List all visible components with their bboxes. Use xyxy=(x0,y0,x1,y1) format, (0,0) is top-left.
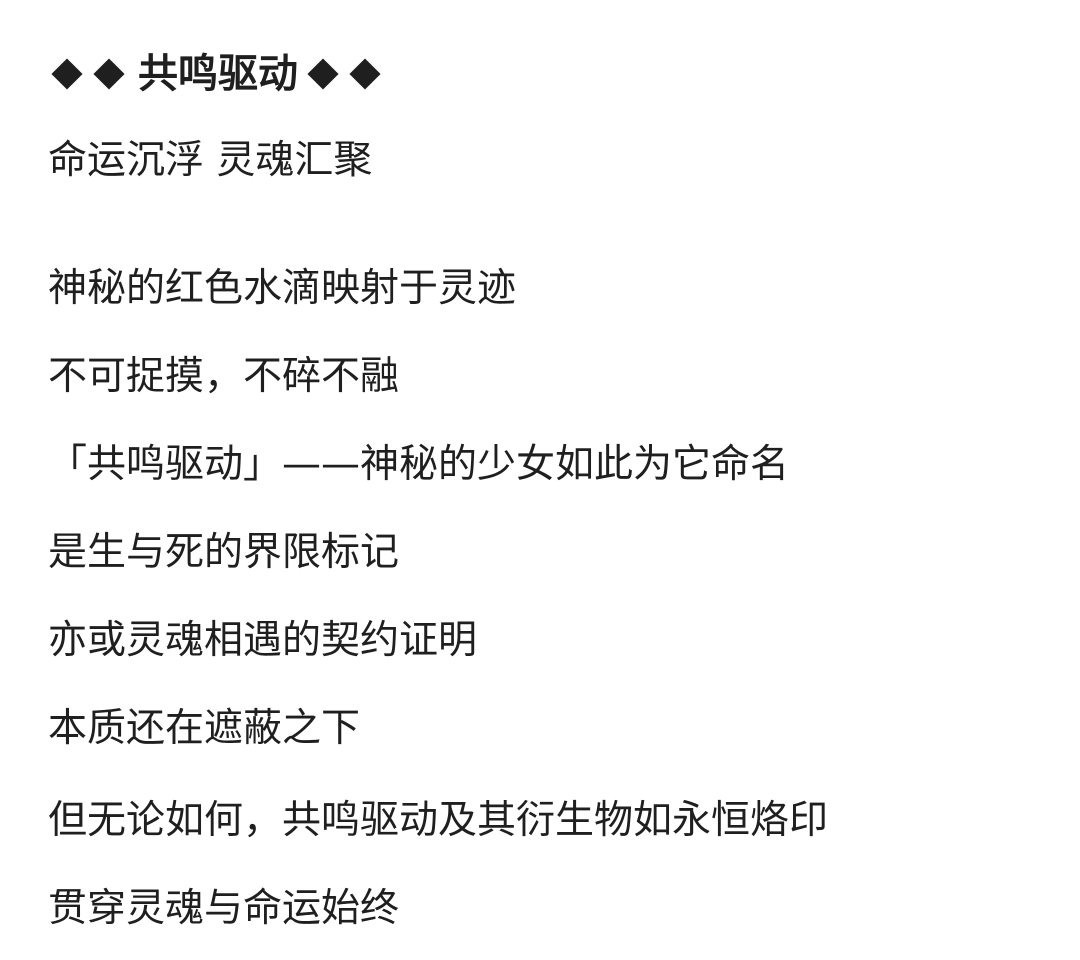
document-title: 共鸣驱动 xyxy=(48,46,388,102)
text-line: 亦或灵魂相遇的契约证明 xyxy=(48,618,478,663)
subtitle: 命运沉浮 灵魂汇聚 xyxy=(48,138,373,183)
diamond-icon xyxy=(51,58,83,90)
diamond-icon xyxy=(307,58,339,90)
text-line: 贯穿灵魂与命运始终 xyxy=(48,886,400,931)
diamond-icon xyxy=(349,58,381,90)
text-line: 是生与死的界限标记 xyxy=(48,530,400,575)
text-line: 但无论如何，共鸣驱动及其衍生物如永恒烙印 xyxy=(48,798,829,843)
text-line: 本质还在遮蔽之下 xyxy=(48,706,361,751)
title-text: 共鸣驱动 xyxy=(138,51,298,97)
text-line: 不可捉摸，不碎不融 xyxy=(48,354,400,399)
text-line: 神秘的红色水滴映射于灵迹 xyxy=(48,266,517,311)
diamond-icon xyxy=(93,58,125,90)
text-line: 「共鸣驱动」——神秘的少女如此为它命名 xyxy=(48,442,790,487)
